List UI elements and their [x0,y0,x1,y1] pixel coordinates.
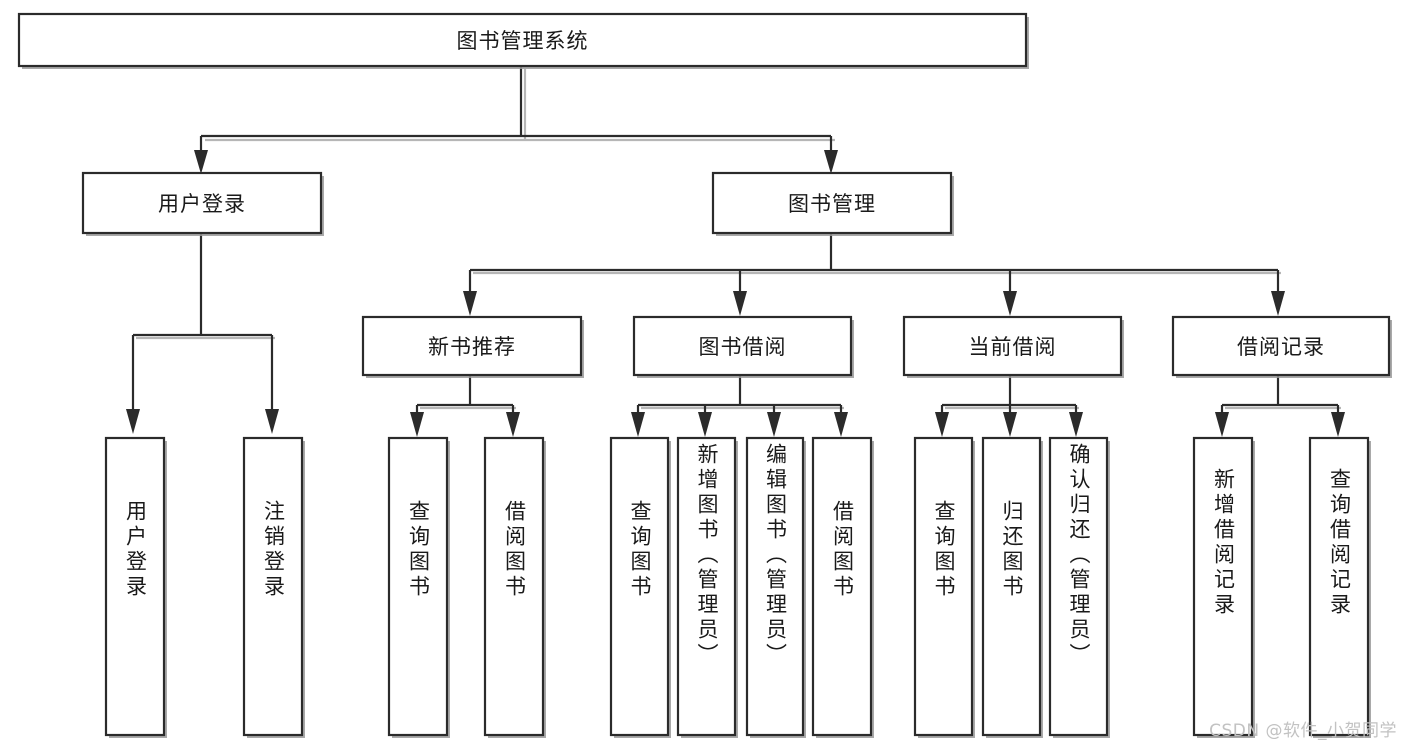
node-user-login[interactable] [81,171,323,235]
node-leaf-query-record[interactable] [1308,436,1370,737]
node-leaf-confirm-return[interactable] [1048,436,1109,737]
node-leaf-query-book-borrow[interactable] [609,436,670,737]
node-borrow-record[interactable] [1171,315,1391,377]
node-leaf-borrow-book-rec[interactable] [483,436,545,737]
node-book-manage[interactable] [711,171,953,235]
node-leaf-query-book-rec[interactable] [387,436,449,737]
node-book-borrow[interactable] [632,315,853,377]
connectors [126,65,1345,437]
node-leaf-query-book-cur[interactable] [913,436,974,737]
node-root[interactable] [17,12,1028,68]
node-leaf-add-book[interactable] [676,436,737,737]
node-new-book-recommend[interactable] [361,315,583,377]
node-current-borrow[interactable] [902,315,1123,377]
node-leaf-edit-book[interactable] [745,436,805,737]
watermark: CSDN @软件_小贺同学 [1209,721,1397,741]
node-boxes [17,12,1391,737]
node-leaf-user-login[interactable] [104,436,166,737]
node-leaf-add-record[interactable] [1192,436,1254,737]
node-leaf-borrow-book[interactable] [811,436,873,737]
node-leaf-return-book[interactable] [981,436,1042,737]
node-leaf-logout[interactable] [242,436,304,737]
